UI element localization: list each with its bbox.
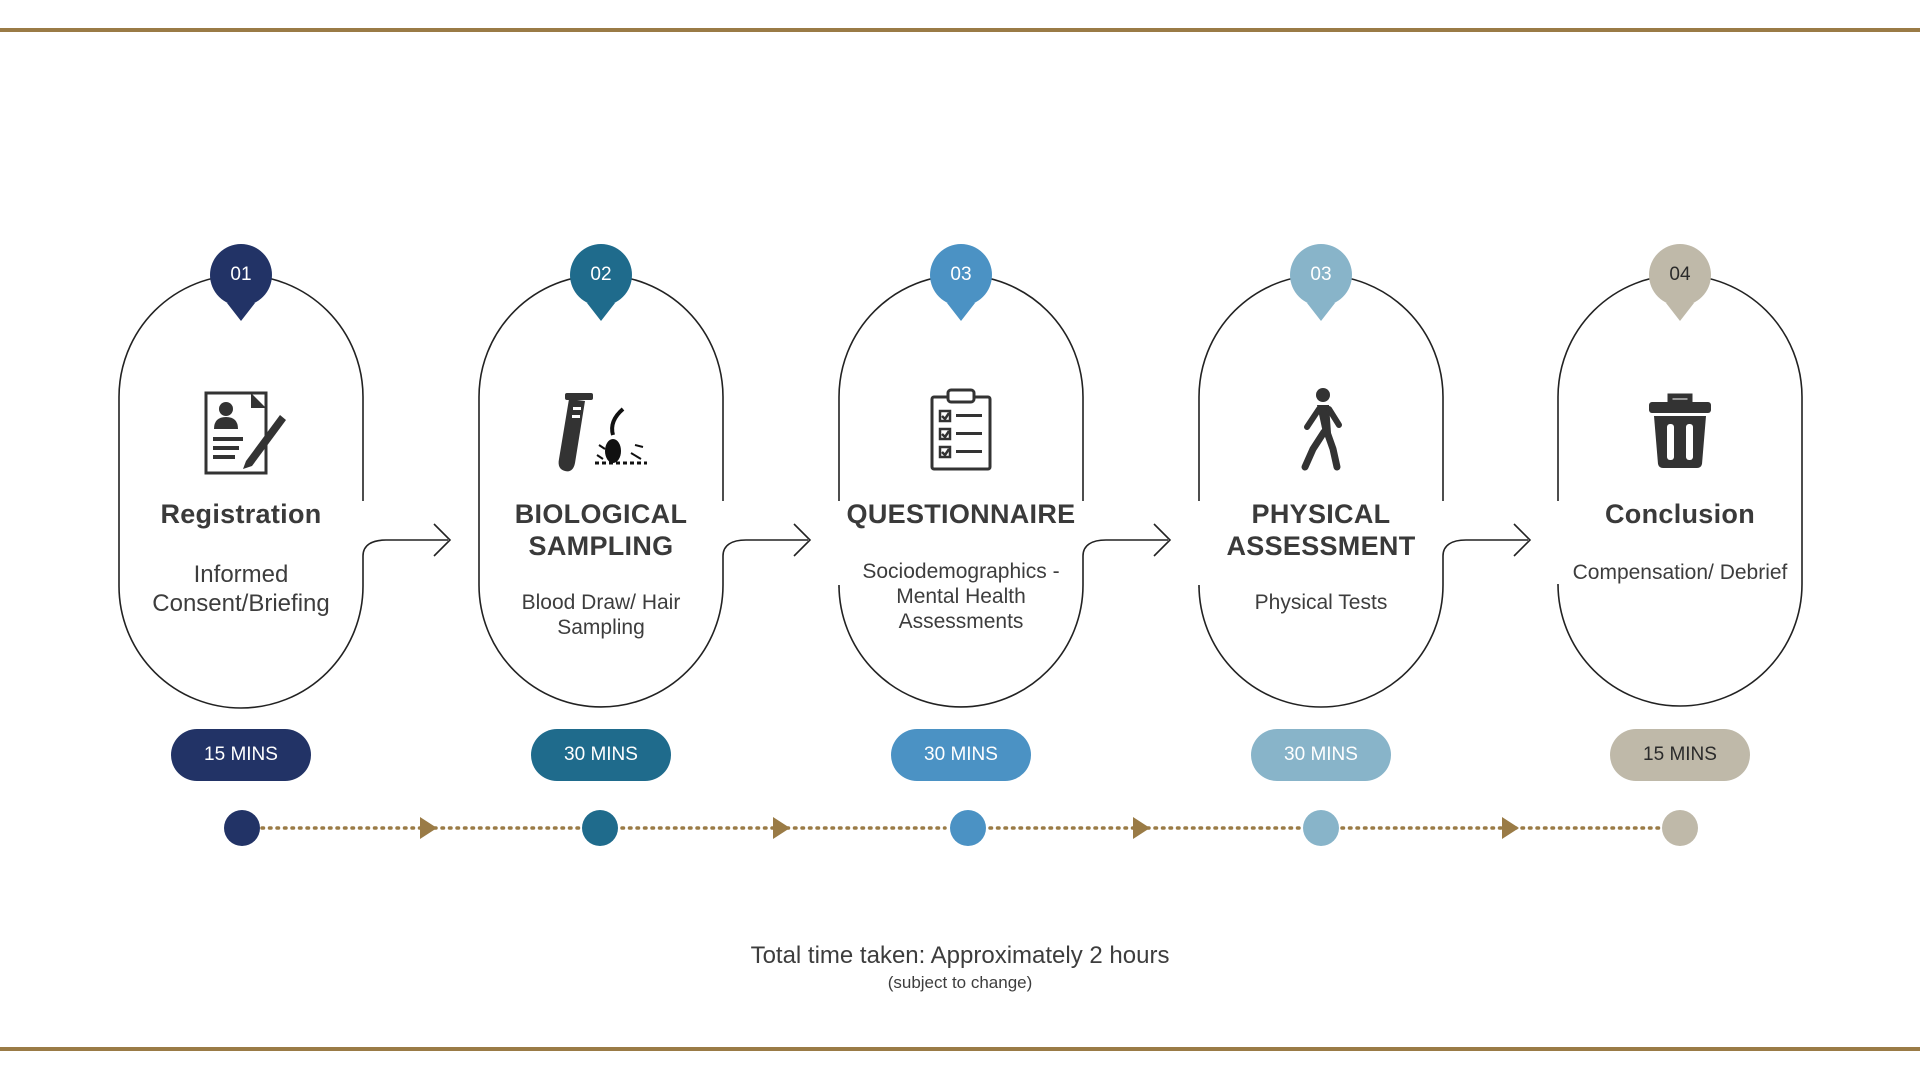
step-description: Informed Consent/Briefing [152,561,330,617]
walking-person-icon [1271,380,1371,480]
timeline-dot-3 [950,810,986,846]
duration-pill: 15 MINS [1610,729,1750,781]
step-number-badge: 02 [570,244,632,306]
timeline-dot-2 [582,810,618,846]
step-description: Physical Tests [1254,591,1388,614]
timeline-dot-1 [224,810,260,846]
trash-bin-icon [1630,380,1730,480]
step-number-badge: 01 [210,244,272,306]
timeline-arrow-2 [773,817,790,839]
registration-form-icon [191,380,291,480]
total-time: Total time taken: Approximately 2 hours [750,942,1170,969]
timeline-arrow-1 [420,817,437,839]
duration-pill: 30 MINS [1251,729,1391,781]
bottom-rule [0,1047,1920,1051]
step-questionnaire: 03 QUESTIONNAIRE Sociodemographics - Men… [831,240,1091,781]
step-physical-assessment: 03 PHYSICAL ASSESSMENT Physical Tests 30… [1191,240,1451,781]
timeline-arrow-3 [1133,817,1150,839]
step-outline-2 [478,274,724,708]
step-number-badge: 04 [1649,244,1711,306]
duration-pill: 15 MINS [171,729,311,781]
timeline-arrow-4 [1502,817,1519,839]
step-conclusion: 04 Conclusion Compensation/ Debrief 15 M… [1550,240,1810,781]
duration-pill: 30 MINS [891,729,1031,781]
duration-pill: 30 MINS [531,729,671,781]
step-title: Registration [160,499,322,529]
step-outline-5 [1557,274,1803,707]
step-title: Conclusion [1605,499,1755,529]
clipboard-checklist-icon [911,380,1011,480]
top-rule [0,28,1920,32]
step-title: BIOLOGICAL SAMPLING [514,499,688,561]
step-description: Compensation/ Debrief [1572,561,1788,584]
step-outline-1 [118,274,364,709]
step-title: PHYSICAL ASSESSMENT [1226,499,1416,561]
test-tube-hair-icon [551,380,651,480]
step-number-badge: 03 [1290,244,1352,306]
connector-arrow-1 [362,523,452,557]
connector-arrow-3 [1082,523,1172,557]
step-title: QUESTIONNAIRE [846,499,1076,529]
total-time-note: (subject to change) [887,973,1033,992]
connector-arrow-4 [1442,523,1532,557]
step-registration: 01 Registration Informed Consent/Briefin… [111,240,371,781]
timeline-dot-5 [1662,810,1698,846]
timeline-dot-4 [1303,810,1339,846]
step-biological-sampling: 02 BIOLOGICAL SAMPLING Blood Draw/ Hair … [471,240,731,781]
step-description: Sociodemographics - Mental Health Assess… [862,560,1060,633]
connector-arrow-2 [722,523,812,557]
step-description: Blood Draw/ Hair Sampling [521,591,681,639]
step-number-badge: 03 [930,244,992,306]
